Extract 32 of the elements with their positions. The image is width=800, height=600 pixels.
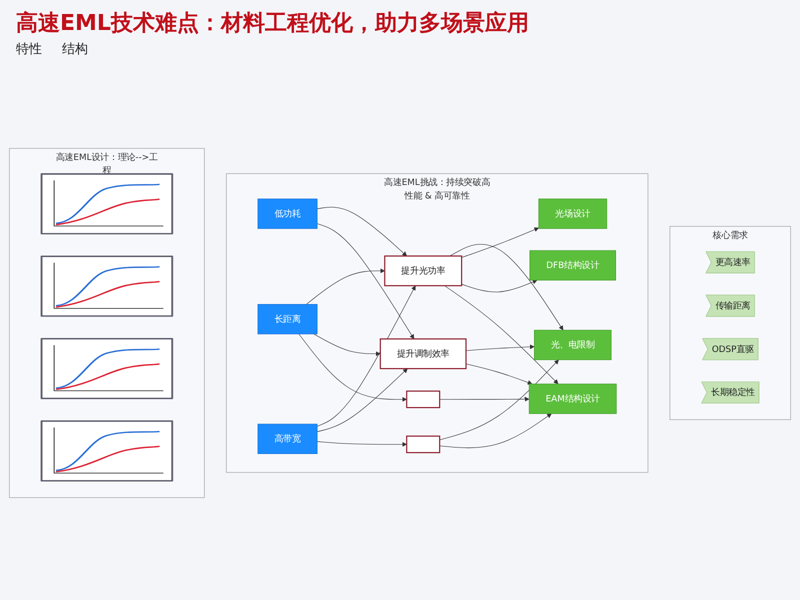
arrow: [461, 280, 538, 292]
node-box: 提升调制效率: [380, 338, 467, 370]
arrow: [466, 344, 535, 351]
arrow: [316, 206, 407, 256]
arrow: [316, 441, 407, 447]
node-box: 提升光功率: [384, 255, 462, 286]
node-box: 光、电限制: [534, 330, 612, 360]
arrow: [439, 360, 559, 440]
column-heading: 特性: [16, 42, 42, 57]
node-box: EAM结构设计: [528, 384, 617, 414]
arrow: [298, 334, 407, 402]
column-heading: 结构: [62, 42, 88, 57]
arrow: [466, 364, 532, 385]
node-box: [406, 390, 440, 408]
node-box: 低功耗: [258, 198, 318, 229]
arrow: [316, 285, 416, 427]
arrow: [439, 413, 552, 448]
slide-title: 高速EML技术难点：材料工程优化，助力多场景应用: [16, 10, 530, 38]
arrow: [306, 268, 385, 305]
arrow: [316, 368, 408, 432]
arrow: [450, 244, 564, 330]
node-box: DFB结构设计: [530, 250, 616, 280]
arrow: [314, 334, 381, 356]
node-box: 光场设计: [538, 198, 608, 229]
node-box: 高带宽: [258, 424, 318, 454]
node-box: [406, 436, 440, 454]
arrow: [461, 227, 539, 258]
arrow: [444, 285, 558, 384]
arrow: [316, 223, 414, 340]
arrow: [439, 396, 530, 402]
node-box: 长距离: [258, 304, 318, 334]
cluster: 高速EML设计：理论-->工程: [9, 148, 205, 498]
